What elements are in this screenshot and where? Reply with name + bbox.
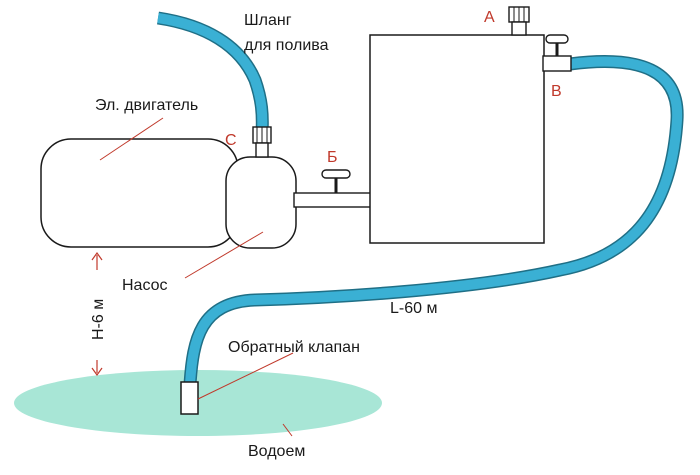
supply-hose: [183, 55, 684, 385]
valve-b-valve-handle-icon: [321, 169, 351, 193]
watering-hose: [157, 11, 269, 134]
water-tank: [369, 34, 545, 244]
fitting-a-nut-fitting-icon: [508, 6, 530, 36]
reservoir-label: Водоем: [248, 443, 305, 460]
hose-label-line2: для полива: [244, 37, 329, 54]
marker-c: С: [225, 132, 237, 149]
marker-v: В: [551, 83, 562, 100]
pump-body: [225, 156, 297, 249]
motor-label: Эл. двигатель: [95, 97, 198, 114]
hose-label-line1: Шланг: [244, 12, 292, 29]
tank-side-outlet: [542, 55, 572, 72]
check-valve-label: Обратный клапан: [228, 339, 360, 356]
length-label: L-60 м: [390, 300, 437, 317]
valve-v-valve-handle-icon: [545, 34, 569, 56]
marker-a: А: [484, 9, 495, 26]
electric-motor: [40, 138, 239, 248]
fitting-c-nut-fitting-icon: [252, 126, 272, 158]
pump-label: Насос: [122, 277, 168, 294]
height-label: H-6 м: [90, 299, 107, 340]
check-valve: [180, 381, 199, 415]
leader-lines: [99, 117, 294, 437]
pump-outlet-pipe: [293, 192, 373, 208]
height-double-arrow-icon: [91, 251, 103, 377]
marker-b: Б: [327, 149, 338, 166]
